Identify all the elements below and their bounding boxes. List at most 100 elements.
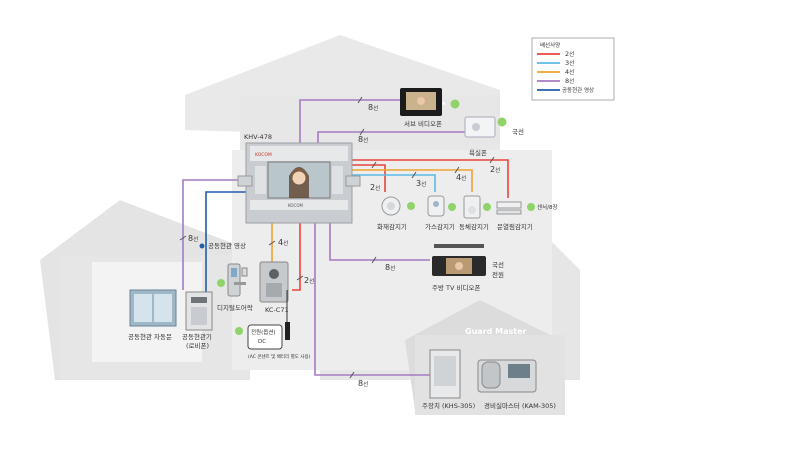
main-video-phone: KHV-478 KOCOM KOCOM xyxy=(237,133,361,224)
legend-item-1: 3선 xyxy=(565,59,574,67)
lobby-phone-keypad xyxy=(191,307,207,325)
guard-console: 경비실마스터 (KAM-305) xyxy=(477,359,556,410)
main-left-buttons xyxy=(255,166,266,194)
sub-video-phone: ● 서브 비디오폰 xyxy=(400,88,460,128)
kitchen-tag-1: 국선 xyxy=(492,260,504,269)
wire-label-motion: 4선 xyxy=(456,173,466,182)
lobby-door-label: 공동현관 자동문 xyxy=(128,332,172,341)
legend-item-0: 2선 xyxy=(565,50,574,58)
bathroom-tag: 국선 xyxy=(512,127,524,136)
bathroom-phone: 국선 욕실폰 xyxy=(464,116,524,157)
wire-label-heat: 2선 xyxy=(370,183,380,192)
wire-heat xyxy=(352,164,386,192)
wire-gas xyxy=(352,174,436,192)
wire-label-guard: 8선 xyxy=(358,379,368,388)
main-right-buttons xyxy=(332,166,343,194)
main-bottom-bar xyxy=(250,200,348,210)
guard-console-label: 경비실마스터 (KAM-305) xyxy=(484,401,556,410)
wire-lobby-video xyxy=(205,191,248,292)
bathroom-phone-speaker xyxy=(472,123,480,131)
power-box-marker xyxy=(235,327,243,335)
power-box-label-1: 전원(옵션) xyxy=(251,328,276,336)
main-left-bracket xyxy=(237,175,253,187)
kitchen-tag-2: 전원 xyxy=(492,270,504,279)
wire-label-cam: 4선 xyxy=(278,238,288,247)
wire-sub-video xyxy=(299,99,400,143)
legend-item-3: 8선 xyxy=(565,77,574,85)
lobby-phone: 공동현관기 (로비폰) xyxy=(182,291,213,350)
digital-door-lock: 디지털도어락 xyxy=(217,263,253,312)
lobby-video-dot xyxy=(199,243,205,249)
door-sensor-tag: 센서/8장 xyxy=(537,203,558,211)
wire-door xyxy=(352,159,509,198)
door-lock-handle xyxy=(234,282,246,285)
lobby-auto-door: 공동현관 자동문 xyxy=(128,289,177,341)
lobby-door-right xyxy=(154,294,172,322)
door-sensor: 센서/8장 문열림감지기 xyxy=(496,201,558,231)
gas-sensor: 가스감지기 xyxy=(425,195,456,231)
wire-label-bath: 8선 xyxy=(358,135,368,144)
guard-house-label: Guard Master xyxy=(465,327,526,336)
main-model-label: KHV-478 xyxy=(244,133,272,141)
wires xyxy=(182,99,509,376)
motion-sensor-marker xyxy=(483,203,491,211)
screen-face-front xyxy=(292,171,306,185)
gas-sensor-led xyxy=(433,201,439,207)
wire-label-lobby: 8선 xyxy=(188,234,198,243)
power-box-label-2: DC xyxy=(258,339,266,345)
wire-label-door: 2선 xyxy=(490,165,500,174)
door-lock-label: 디지털도어락 xyxy=(217,303,253,312)
door-lock-marker xyxy=(217,279,225,287)
motion-sensor-lens xyxy=(468,206,476,214)
camera-speaker xyxy=(266,283,282,297)
wire-kitchen xyxy=(329,222,430,261)
kitchen-tv-bracket xyxy=(434,244,484,248)
wire-guard xyxy=(314,222,430,376)
kitchen-tv: 국선 전원 주방 TV 비디오폰 xyxy=(432,244,504,292)
main-brand-top: KOCOM xyxy=(255,152,272,158)
door-sensor-marker xyxy=(527,203,535,211)
sub-phone-marker xyxy=(450,99,460,109)
door-sensor-body xyxy=(496,201,522,209)
sub-phone-face xyxy=(417,97,425,105)
main-brand-bottom: KOCOM xyxy=(288,203,303,208)
lobby-video-label: 공동현관 영상 xyxy=(208,241,246,250)
power-box-body xyxy=(247,324,283,350)
sub-phone-label: 서브 비디오폰 xyxy=(404,119,442,128)
heat-sensor-label: 화재감지기 xyxy=(377,222,407,231)
sub-phone-marker-dot: ● xyxy=(442,101,446,106)
wire-slashes xyxy=(179,96,495,379)
lobby-video-tag: 공동현관 영상 xyxy=(199,241,246,250)
wire-labels: 8선 8선 2선 3선 4선 2선 8선 4선 2선 8선 8선 xyxy=(188,103,500,388)
wire-lock xyxy=(292,222,301,291)
legend-item-4: 공동현관 영상 xyxy=(562,86,594,94)
main-phone-topbar xyxy=(250,146,348,161)
legend-item-2: 4선 xyxy=(565,68,574,76)
wire-motion xyxy=(352,169,473,192)
wire-label-lock: 2선 xyxy=(304,276,314,285)
lobby-phone-label-1: 공동현관기 xyxy=(182,332,212,341)
gas-sensor-marker xyxy=(448,203,456,211)
legend-title: 배선사양 xyxy=(540,41,560,49)
heat-sensor-marker xyxy=(407,202,415,210)
kitchen-tv-label: 주방 TV 비디오폰 xyxy=(432,283,480,292)
central-unit-label: 주장치 (KHS-305) xyxy=(422,401,475,410)
heat-sensor-center xyxy=(387,202,395,210)
power-adapter xyxy=(285,322,290,340)
lobby-phone-display xyxy=(191,297,207,303)
door-lock-keypad xyxy=(231,268,237,277)
wire-label-sub: 8선 xyxy=(368,103,378,112)
gas-sensor-label: 가스감지기 xyxy=(425,222,455,231)
outdoor-camera: KC-C71 xyxy=(259,261,289,314)
wire-bathroom xyxy=(317,131,465,143)
kitchen-tv-face xyxy=(455,262,463,270)
door-sensor-magnet xyxy=(496,209,522,215)
wire-label-kitchen: 8선 xyxy=(385,263,395,272)
motion-sensor-label: 동체감지기 xyxy=(459,222,489,231)
guard-console-screen xyxy=(508,364,530,378)
camera-label: KC-C71 xyxy=(265,306,289,314)
lobby-door-left xyxy=(134,294,152,322)
